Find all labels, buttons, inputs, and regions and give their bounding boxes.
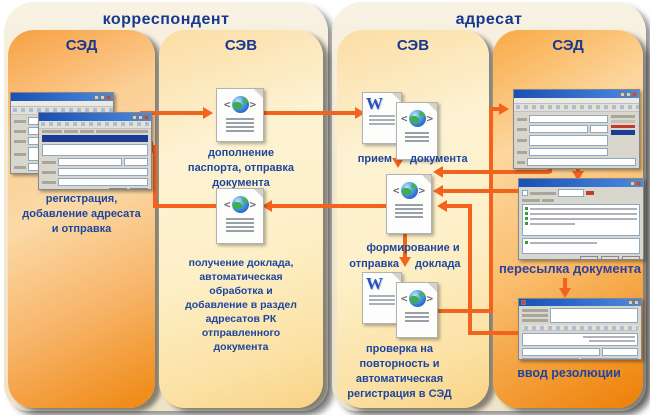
- angle-right-glyph: >: [418, 184, 426, 197]
- group-correspondent-title: корреспондент: [102, 11, 230, 28]
- window-titlebar: [514, 90, 639, 98]
- forwarding-window: [518, 178, 644, 260]
- arrow-head: [399, 257, 411, 267]
- arrow-head: [262, 200, 272, 212]
- angle-left-glyph: <: [400, 112, 408, 125]
- label-form-report-left: отправка: [349, 258, 399, 270]
- label-line: повторность и: [359, 358, 440, 370]
- xml-document-icon: <>: [216, 88, 264, 142]
- arrow-head: [559, 288, 571, 298]
- resolution-text-area: [522, 333, 638, 346]
- angle-right-glyph: >: [249, 198, 257, 211]
- arrow-head: [355, 107, 365, 119]
- angle-right-glyph: >: [426, 292, 434, 305]
- label-line: паспорта, отправка: [187, 162, 295, 174]
- arrow-head: [499, 103, 509, 115]
- angle-left-glyph: <: [400, 292, 408, 305]
- xml-document-icon: <>: [386, 174, 432, 234]
- label-line: добавление в раздел: [185, 299, 297, 311]
- label-line: добавление адресата: [22, 208, 141, 220]
- angle-left-glyph: <: [223, 198, 231, 211]
- arrow-head: [433, 185, 443, 197]
- label-line: проверка на: [366, 343, 433, 355]
- globe-icon: [400, 182, 418, 199]
- label-line: автоматическая: [355, 373, 444, 385]
- angle-right-glyph: >: [426, 112, 434, 125]
- label-line: регистрация,: [45, 193, 118, 205]
- column-addressee-sed-title: СЭД: [552, 37, 584, 54]
- label-receive-left: прием: [357, 153, 392, 165]
- window-titlebar: [519, 179, 643, 187]
- column-correspondent-sed-title: СЭД: [65, 37, 98, 54]
- side-panel: [610, 114, 636, 156]
- label-form-report-right: доклада: [415, 258, 461, 270]
- column-correspondent-sev-title: СЭВ: [224, 37, 258, 54]
- addressee-registration-card-window: [513, 89, 640, 169]
- word-w-glyph: W: [366, 94, 383, 113]
- label-form-report-line1: формирование и: [366, 242, 460, 254]
- label-receive-right: документа: [410, 153, 468, 165]
- globe-icon: [408, 290, 426, 307]
- registration-window-front: [38, 112, 152, 190]
- arrow-head: [437, 200, 447, 212]
- selected-row: [42, 135, 148, 142]
- label-line: и отправка: [51, 223, 112, 235]
- word-document-icon: W: [362, 92, 402, 144]
- resolution-window: [518, 298, 642, 360]
- label-line: отправленного: [201, 327, 281, 339]
- label-line: документа: [213, 341, 269, 353]
- group-addressee-title: адресат: [455, 11, 523, 28]
- globe-icon: [231, 96, 249, 113]
- arrow-head: [392, 158, 404, 168]
- label-line: документа: [212, 177, 270, 189]
- label-line: автоматическая: [199, 271, 283, 283]
- arrow-head: [203, 107, 213, 119]
- arrow-head: [433, 166, 443, 178]
- window-titlebar: [11, 93, 113, 101]
- label-passport-supplement: дополнение паспорта, отправка документа: [159, 146, 323, 191]
- list-area: [42, 144, 148, 156]
- label-resolution: ввод резолюции: [517, 366, 621, 380]
- globe-icon: [231, 196, 249, 213]
- label-registration: регистрация, добавление адресата и отпра…: [8, 192, 155, 237]
- globe-icon: [408, 110, 426, 127]
- addressee-list: [522, 204, 640, 236]
- label-line: получение доклада,: [188, 257, 294, 269]
- label-line: регистрация в СЭД: [347, 388, 452, 400]
- angle-right-glyph: >: [249, 98, 257, 111]
- xml-document-icon: <>: [396, 282, 438, 338]
- angle-left-glyph: <: [223, 98, 231, 111]
- window-titlebar: [519, 299, 641, 306]
- angle-left-glyph: <: [392, 184, 400, 197]
- label-line: адресатов РК: [205, 313, 277, 325]
- arrow-head: [572, 171, 584, 181]
- label-report-processing: получение доклада, автоматическая обрабо…: [159, 256, 323, 354]
- column-addressee-sev-title: СЭВ: [396, 37, 430, 54]
- xml-document-icon: <>: [396, 102, 438, 160]
- label-duplicate-check: проверка на повторность и автоматическая…: [337, 342, 462, 402]
- label-line: обработка и: [209, 285, 273, 297]
- word-w-glyph: W: [366, 274, 383, 293]
- window-titlebar: [39, 113, 151, 121]
- label-line: дополнение: [207, 147, 275, 159]
- second-list: [522, 238, 640, 254]
- xml-document-icon: <>: [216, 188, 264, 244]
- label-forwarding: пересылка документа: [498, 261, 642, 276]
